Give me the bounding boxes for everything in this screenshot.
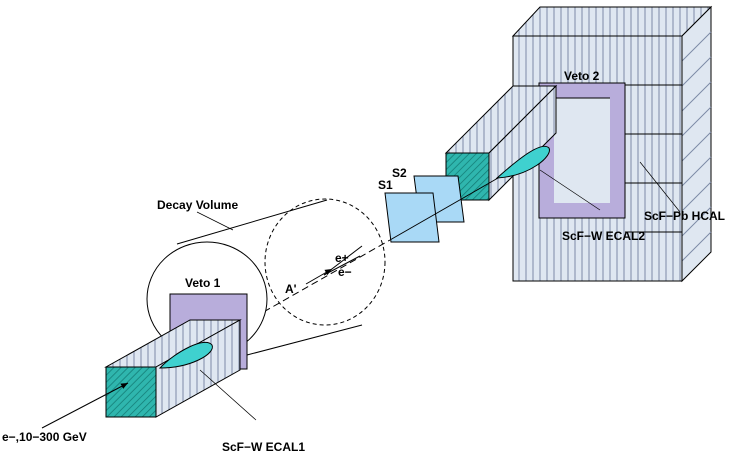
aprime-label: A' xyxy=(285,282,297,296)
eminus-label: e− xyxy=(338,265,352,279)
ecal2-block xyxy=(444,84,558,202)
eplus-label: e+ xyxy=(335,251,349,265)
veto1-label: Veto 1 xyxy=(185,276,221,290)
decay-volume-label: Decay Volume xyxy=(157,198,238,212)
leader-lines xyxy=(196,161,681,421)
beam-line-downstream xyxy=(389,177,499,241)
s2-label: S2 xyxy=(392,166,407,180)
incoming-beam-arrow xyxy=(41,382,129,429)
veto2-label: Veto 2 xyxy=(564,69,600,83)
decay-volume xyxy=(176,198,386,356)
beam-label: e−,10−300 GeV xyxy=(2,430,87,444)
aprime-arrow xyxy=(305,268,333,285)
s1-counter xyxy=(384,192,440,243)
s1-label: S1 xyxy=(378,178,393,192)
ecal2-label: ScF−W ECAL2 xyxy=(562,229,645,243)
ecal1-block xyxy=(104,319,242,418)
ecal1-label: ScF−W ECAL1 xyxy=(222,440,305,454)
eplus-track xyxy=(323,245,363,276)
eminus-track xyxy=(323,255,361,276)
hcal-label: ScF−Pb HCAL xyxy=(644,209,725,223)
